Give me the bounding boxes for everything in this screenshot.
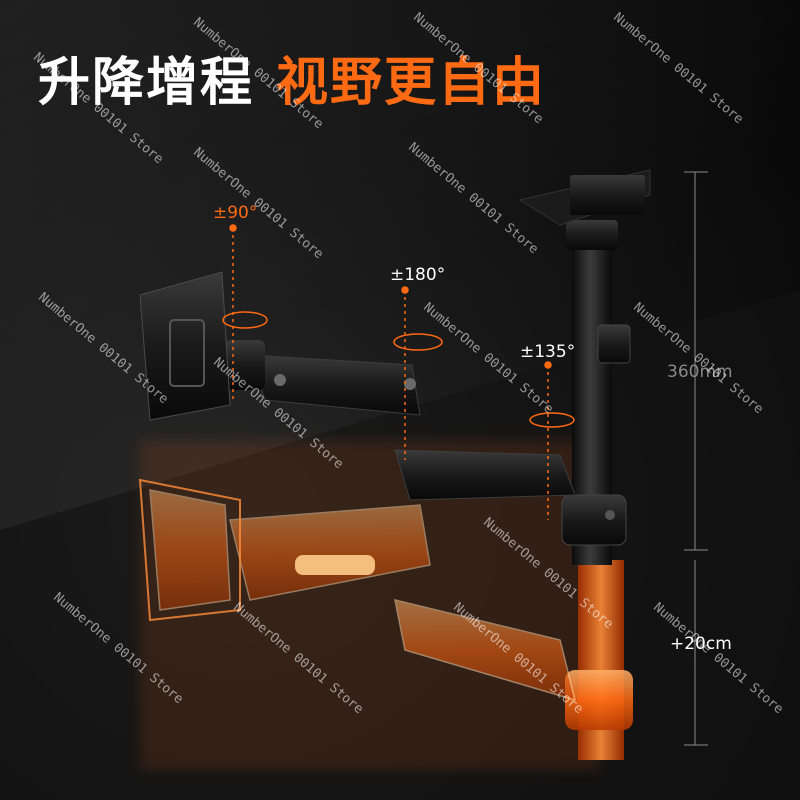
- extension-measurement: +20cm: [670, 634, 732, 654]
- rotation-guides: [222, 224, 575, 520]
- height-measurement: 360mm: [667, 362, 733, 382]
- rotation-label-90: ±90°: [213, 203, 258, 223]
- headline-orange: 视野更自由: [276, 53, 547, 113]
- lowered-arm-ghost: [138, 440, 633, 770]
- rotation-label-180: ±180°: [390, 265, 446, 285]
- headline-white: 升降增程: [38, 53, 255, 113]
- headline: 升降增程视野更自由: [38, 40, 546, 115]
- rotation-label-135: ±135°: [520, 342, 576, 362]
- dimension-lines: [684, 171, 708, 746]
- raised-arm: [139, 169, 651, 565]
